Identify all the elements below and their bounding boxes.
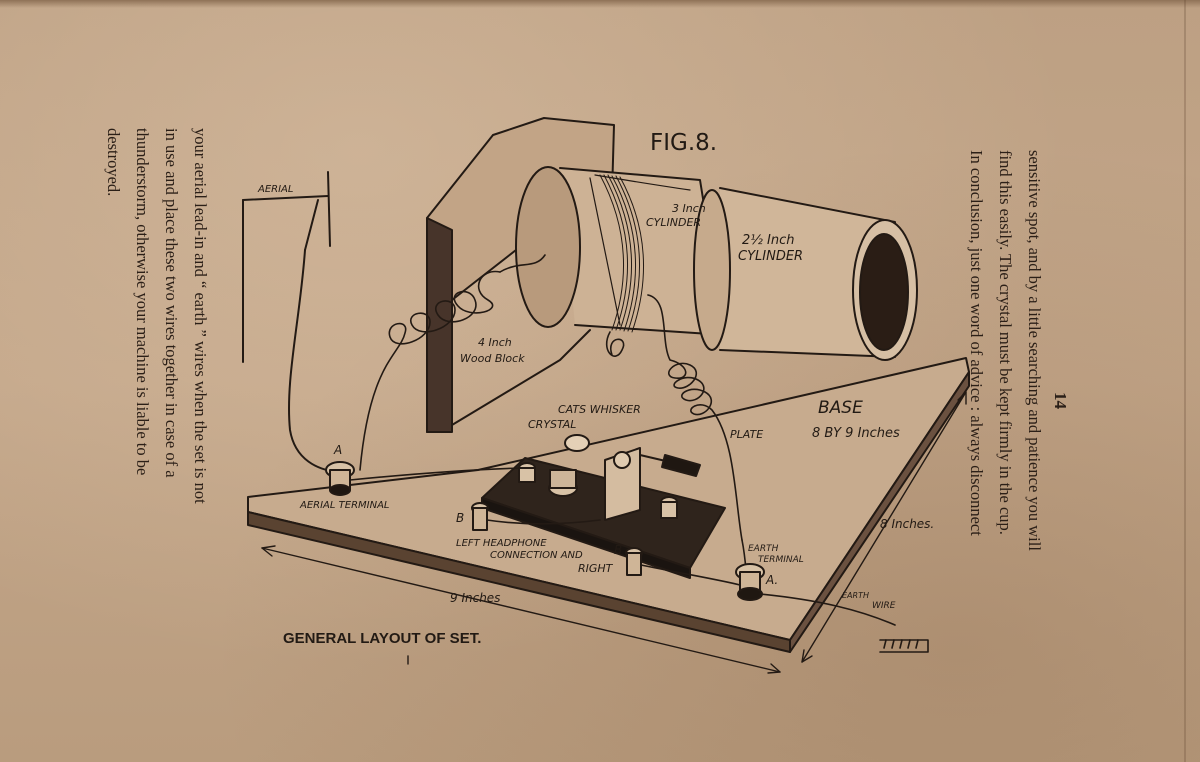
label-terminal-a-left: A — [333, 443, 342, 457]
label-25inch-b: CYLINDER — [738, 249, 803, 264]
label-wood-b: Wood Block — [460, 352, 525, 365]
label-right: RIGHT — [578, 562, 614, 575]
label-plate: PLATE — [730, 428, 763, 441]
label-25inch-a: 2½ Inch — [742, 233, 794, 248]
label-wood-a: 4 Inch — [478, 336, 512, 349]
three-inch-cylinder — [515, 166, 726, 336]
two-half-inch-cylinder — [693, 187, 918, 361]
label-earth-wire-a: EARTH — [842, 591, 869, 600]
label-terminal-a-right: A. — [765, 573, 778, 587]
label-headphone-a: LEFT HEADPHONE — [456, 538, 547, 549]
aerial-sketch — [242, 171, 339, 473]
label-headphone-b: CONNECTION AND — [490, 550, 583, 561]
figure-caption: GENERAL LAYOUT OF SET. — [283, 630, 481, 647]
connecting-wires — [349, 467, 929, 653]
label-crystal: CRYSTAL — [528, 418, 576, 431]
label-base: BASE — [818, 398, 863, 418]
label-terminal-b-left: B — [456, 511, 464, 525]
label-cats-whisker: CATS WHISKER — [558, 403, 641, 416]
label-base-size: 8 BY 9 Inches — [812, 426, 900, 441]
label-3inch-b: CYLINDER — [646, 216, 701, 229]
label-aerial-terminal: AERIAL TERMINAL — [299, 500, 390, 511]
page-fold — [1184, 0, 1186, 762]
figure-title: FIG.8. — [650, 130, 717, 156]
label-earth-wire-b: WIRE — [872, 601, 896, 611]
terminals — [325, 461, 765, 601]
label-8-inches: 8 Inches. — [880, 517, 934, 531]
label-terminal-b-right: B — [614, 543, 622, 557]
dimension-arrows — [261, 391, 967, 674]
label-earth-terminal-b: TERMINAL — [758, 555, 804, 565]
label-earth-terminal-a: EARTH — [748, 544, 779, 554]
label-aerial: AERIAL — [257, 184, 293, 195]
page-top-edge — [0, 0, 1200, 8]
label-9-inches: 9 Inches — [450, 591, 500, 605]
label-3inch-a: 3 Inch — [672, 202, 706, 215]
